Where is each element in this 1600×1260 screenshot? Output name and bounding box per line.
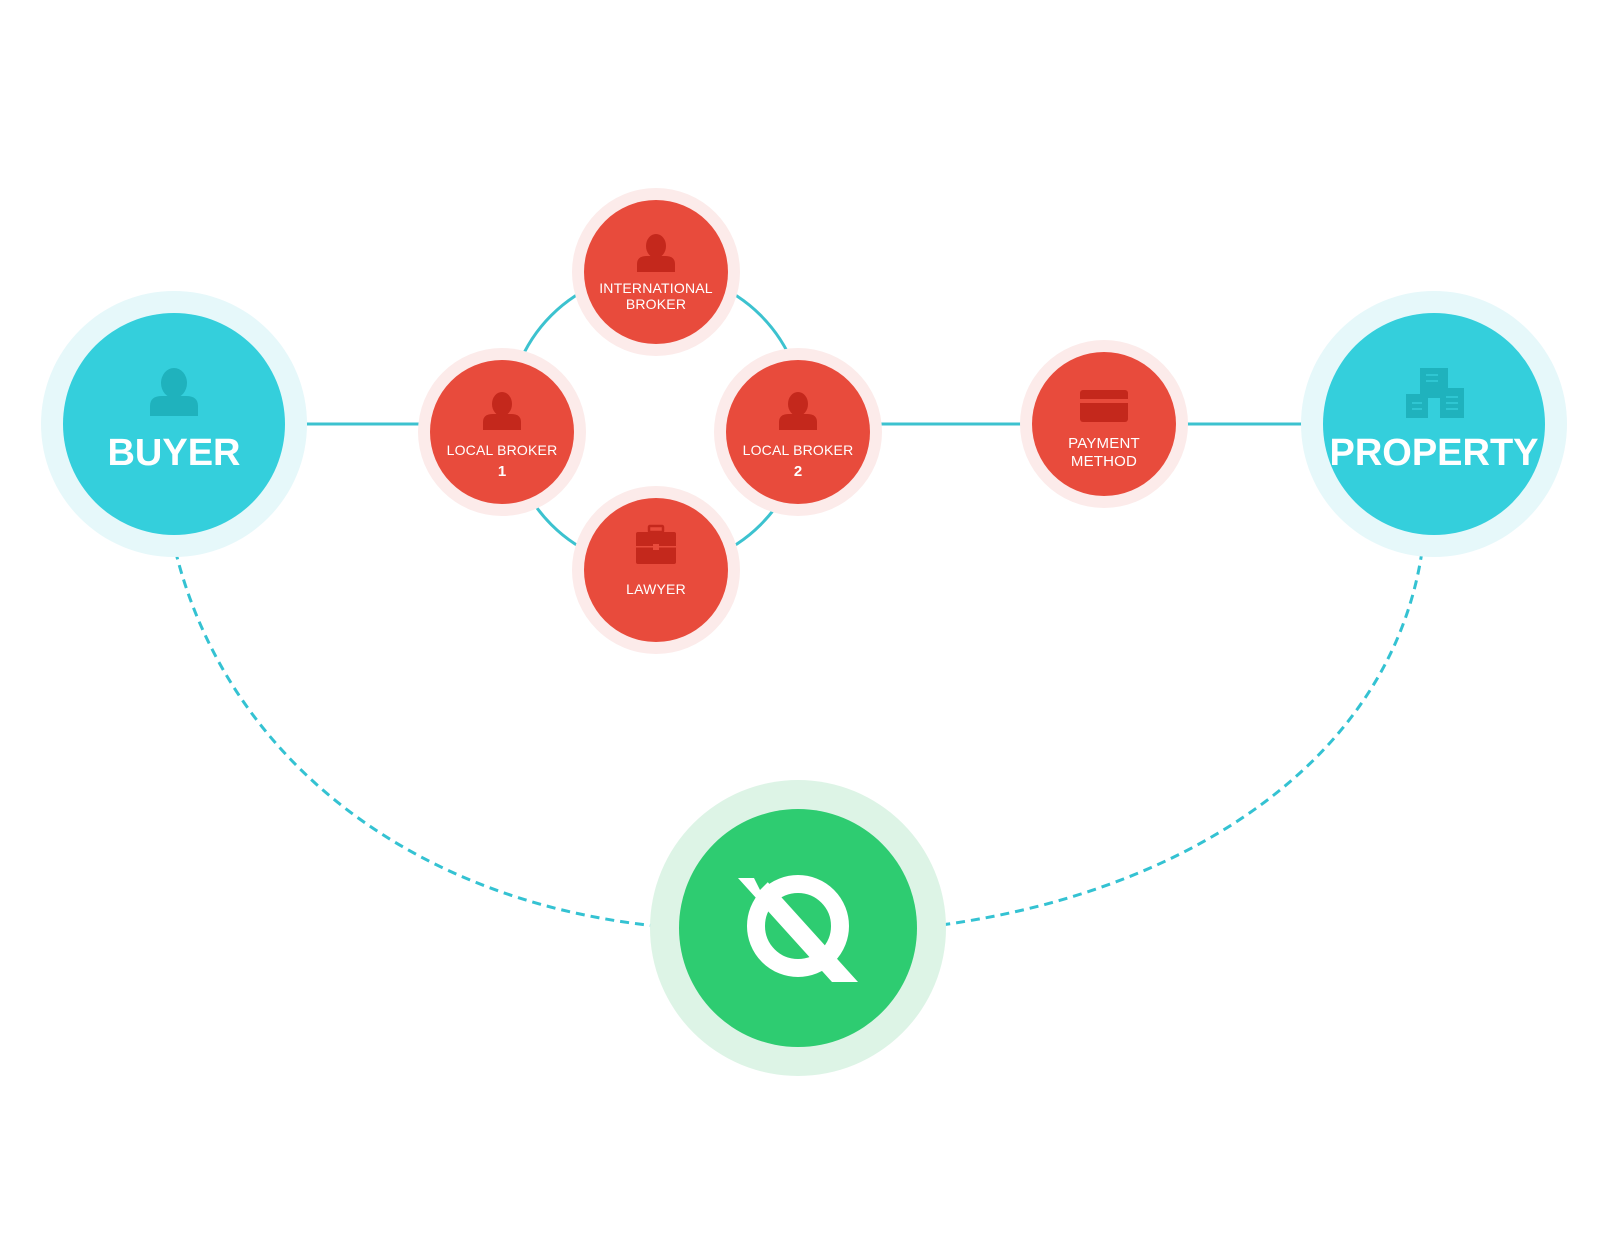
local-broker-1-circle — [430, 360, 574, 504]
briefcase-icon — [636, 524, 676, 564]
payment-method-node[interactable]: PAYMENT METHOD — [1020, 340, 1188, 508]
buildings-icon — [1406, 368, 1464, 418]
local-broker-1-number: 1 — [498, 463, 506, 480]
person-icon — [637, 234, 675, 272]
local-broker-1-node[interactable]: LOCAL BROKER 1 — [418, 348, 586, 516]
payment-method-circle — [1032, 352, 1176, 496]
international-broker-label-line2: BROKER — [626, 296, 686, 312]
local-broker-2-number: 2 — [794, 463, 802, 480]
buyer-node[interactable]: BUYER — [41, 291, 307, 557]
lawyer-label: LAWYER — [626, 581, 686, 597]
buyer-label: BUYER — [107, 432, 240, 474]
local-broker-1-label: LOCAL BROKER — [447, 442, 558, 458]
buyer-to-center-dashed-curve — [170, 535, 681, 930]
quantum-logo-icon — [738, 875, 858, 982]
credit-card-icon — [1080, 390, 1128, 422]
international-broker-label-line1: INTERNATIONAL — [599, 280, 713, 296]
buyer-circle — [63, 313, 285, 535]
local-broker-2-circle — [726, 360, 870, 504]
person-icon — [483, 392, 521, 430]
payment-method-label-line2: METHOD — [1071, 453, 1137, 470]
property-label: PROPERTY — [1329, 432, 1538, 474]
international-broker-node[interactable]: INTERNATIONAL BROKER — [572, 188, 740, 356]
lawyer-node[interactable]: LAWYER — [572, 486, 740, 654]
local-broker-2-node[interactable]: LOCAL BROKER 2 — [714, 348, 882, 516]
property-node[interactable]: PROPERTY — [1301, 291, 1567, 557]
property-to-center-dashed-curve — [915, 535, 1426, 930]
lawyer-circle — [584, 498, 728, 642]
local-broker-2-label: LOCAL BROKER — [743, 442, 854, 458]
payment-method-label-line1: PAYMENT — [1068, 435, 1140, 452]
center-logo-node[interactable] — [650, 780, 946, 1076]
property-circle — [1323, 313, 1545, 535]
person-icon — [779, 392, 817, 430]
person-icon — [150, 368, 198, 416]
